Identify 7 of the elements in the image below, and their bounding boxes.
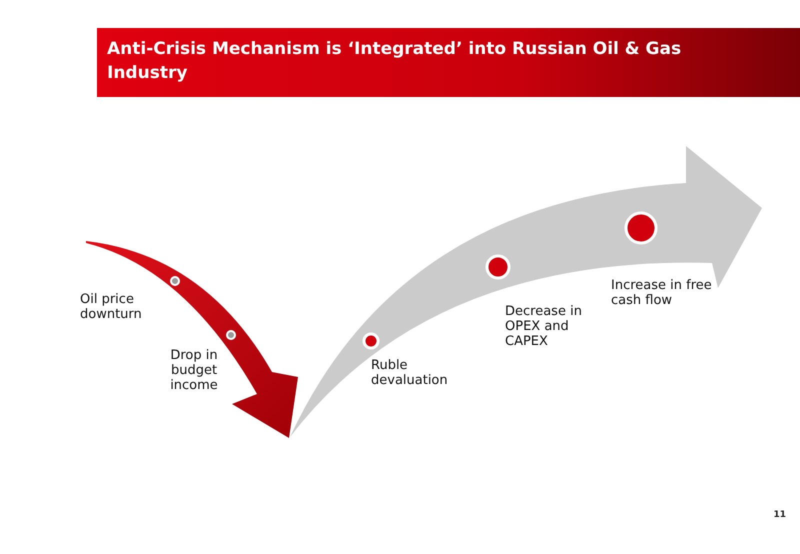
step-label: Ruble devaluation [371, 358, 449, 388]
title: Anti-Crisis Mechanism is ‘Integrated’ into Russian Oil & Gas Industry [107, 38, 682, 85]
step-label: Oil price downturn [80, 292, 143, 322]
step-label: Increase in free cash flow [611, 278, 713, 308]
page-number: 11 [773, 510, 786, 520]
step-label: Decrease in OPEX and CAPEX [505, 304, 583, 349]
step-label: Drop in budget income [169, 348, 219, 393]
